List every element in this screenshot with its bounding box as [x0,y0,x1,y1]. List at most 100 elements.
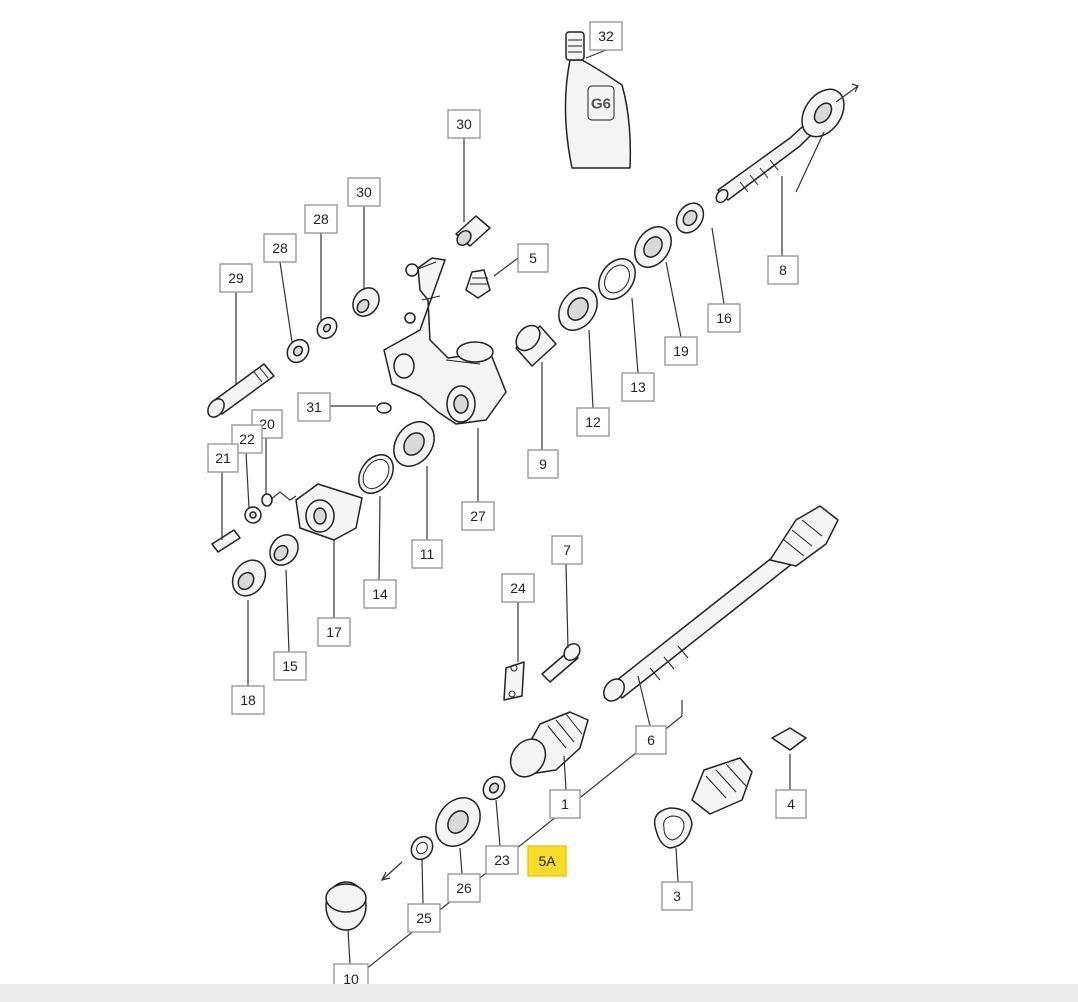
svg-text:16: 16 [716,310,732,326]
seal-31 [376,402,392,414]
callout-13: 13 [621,372,655,402]
seal-ring-13 [598,258,636,300]
svg-text:20: 20 [259,416,275,432]
cv-boot-1 [509,711,589,778]
callout-28-left: 28 [263,233,297,263]
callout-15: 15 [273,651,307,681]
svg-text:13: 13 [630,379,646,395]
svg-text:29: 29 [228,270,244,286]
svg-text:5: 5 [529,250,537,266]
grease-tube-label: G6 [591,96,611,113]
callout-23: 23 [485,845,519,875]
o-ring-14 [358,454,394,494]
callout-19: 19 [664,336,698,366]
svg-text:30: 30 [456,116,472,132]
washer-28-left [286,338,310,364]
svg-text:28: 28 [272,240,288,256]
svg-text:15: 15 [282,658,298,674]
callout-4: 4 [775,789,807,819]
callout-21: 21 [207,443,239,473]
circlip-3 [653,807,693,849]
output-shaft-part [715,88,845,204]
svg-text:9: 9 [539,456,547,472]
callout-3: 3 [661,881,693,911]
callout-26: 26 [447,873,481,903]
breather-5 [465,269,491,299]
svg-text:25: 25 [416,910,432,926]
svg-text:1: 1 [561,796,569,812]
svg-text:6: 6 [647,732,655,748]
ball-bearing-12 [558,287,598,331]
washer-20 [261,493,273,507]
cv-joint-26 [435,797,481,847]
svg-text:19: 19 [673,343,689,359]
nut-22 [244,506,262,524]
callout-20: 20 [251,409,283,439]
flange-cover-17 [295,483,363,541]
callout-1: 1 [549,789,581,819]
svg-text:31: 31 [306,399,322,415]
transmission-housing-27 [383,257,507,425]
clamp-4 [771,727,807,751]
plate-24 [503,661,525,701]
svg-text:11: 11 [420,546,435,562]
callout-27: 27 [461,501,495,531]
bolt-29 [207,363,275,418]
bearing-19 [634,226,672,268]
sleeve-9 [515,324,557,367]
boot-5a [691,757,753,815]
callout-30-top: 30 [447,109,481,139]
bearing-11 [393,421,435,467]
cap-10 [325,881,367,931]
svg-text:23: 23 [494,852,510,868]
washer-23 [482,775,506,801]
callout-30-left: 30 [347,177,381,207]
grease-tube-part: G6 [564,31,632,169]
callout-11: 11 [411,539,443,569]
svg-text:7: 7 [563,542,571,558]
svg-text:24: 24 [510,580,526,596]
bearing-18 [231,559,267,597]
bolt-21 [211,529,241,553]
svg-text:26: 26 [456,880,472,896]
callout-8: 8 [767,255,799,285]
callout-22: 22 [231,424,263,454]
plug-30-top [455,215,491,247]
washer-28-right [316,316,338,340]
svg-text:28: 28 [313,211,329,227]
callout-6: 6 [635,725,667,755]
callout-32: 32 [589,21,623,51]
svg-text:22: 22 [239,431,255,447]
callout-14: 14 [363,579,397,609]
callout-5a: 5A [527,845,567,877]
callout-18: 18 [231,685,265,715]
spacer-ring-16 [675,202,705,234]
callout-16: 16 [707,303,741,333]
svg-text:4: 4 [787,796,795,812]
drive-shaft-6 [603,505,839,702]
svg-text:21: 21 [215,450,231,466]
circlip-25 [410,835,434,861]
svg-text:10: 10 [343,971,359,987]
svg-text:14: 14 [372,586,388,602]
svg-text:3: 3 [673,888,681,904]
callout-9: 9 [527,449,559,479]
svg-text:12: 12 [585,414,601,430]
callout-17: 17 [317,617,351,647]
callout-25: 25 [407,903,441,933]
svg-text:30: 30 [356,184,372,200]
bottom-scroll-edge [0,984,1078,1002]
bolt-7 [541,643,581,683]
callout-24: 24 [501,573,535,603]
callout-31: 31 [297,392,331,422]
svg-text:27: 27 [470,508,486,524]
callout-7: 7 [551,535,583,565]
svg-text:32: 32 [598,28,614,44]
bushing-15 [269,534,299,566]
callout-12: 12 [576,407,610,437]
callout-29: 29 [219,263,253,293]
svg-text:18: 18 [240,692,256,708]
svg-text:8: 8 [779,262,787,278]
svg-text:17: 17 [326,624,342,640]
